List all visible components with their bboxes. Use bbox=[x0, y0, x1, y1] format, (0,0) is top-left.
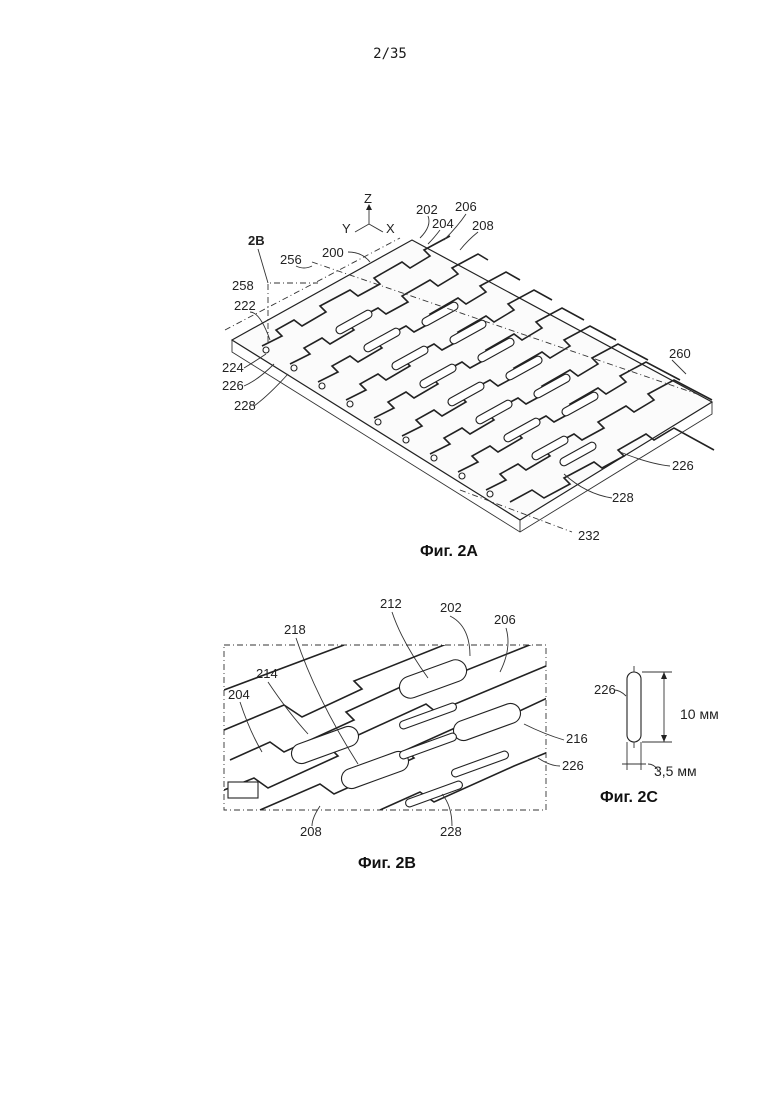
ref-232: 232 bbox=[578, 528, 600, 543]
ref-224: 224 bbox=[222, 360, 244, 375]
ref-226-2b: 226 bbox=[562, 758, 584, 773]
ref-204: 204 bbox=[432, 216, 454, 231]
ref-206b: 206 bbox=[494, 612, 516, 627]
ref-202b: 202 bbox=[440, 600, 462, 615]
ref-206: 206 bbox=[455, 199, 477, 214]
axis-triad: Z Y X bbox=[342, 191, 395, 236]
ref-208b: 208 bbox=[300, 824, 322, 839]
ref-228-2b: 228 bbox=[440, 824, 462, 839]
ref-258: 258 bbox=[232, 278, 254, 293]
axis-label-y: Y bbox=[342, 221, 351, 236]
ref-202: 202 bbox=[416, 202, 438, 217]
ref-214: 214 bbox=[256, 666, 278, 681]
ref-222: 222 bbox=[234, 298, 256, 313]
ref-226: 226 bbox=[222, 378, 244, 393]
figure-2a: Z Y X 2B 202 206 204 208 200 256 258 222… bbox=[222, 191, 714, 560]
ref-228b: 228 bbox=[612, 490, 634, 505]
ref-212: 212 bbox=[380, 596, 402, 611]
axis-label-z: Z bbox=[364, 191, 372, 206]
caption-fig-2b: Фиг. 2B bbox=[358, 855, 416, 872]
ref-200: 200 bbox=[322, 245, 344, 260]
ref-256: 256 bbox=[280, 252, 302, 267]
ref-226b: 226 bbox=[672, 458, 694, 473]
ref-226-2c: 226 bbox=[594, 682, 616, 697]
dimension-length: 10 мм bbox=[680, 706, 719, 722]
ref-218: 218 bbox=[284, 622, 306, 637]
caption-fig-2a: Фиг. 2A bbox=[420, 543, 478, 560]
section-marker-2b: 2B bbox=[248, 233, 265, 248]
ref-228: 228 bbox=[234, 398, 256, 413]
dimension-width: 3,5 мм bbox=[654, 763, 697, 779]
axis-label-x: X bbox=[386, 221, 395, 236]
ref-260: 260 bbox=[669, 346, 691, 361]
substrate-plate bbox=[232, 240, 712, 520]
cell-226-detail bbox=[627, 672, 641, 742]
figure-2c: 226 10 мм 3,5 мм Фиг. 2C bbox=[594, 666, 719, 806]
caption-fig-2c: Фиг. 2C bbox=[600, 789, 658, 806]
ref-216: 216 bbox=[566, 731, 588, 746]
ref-208: 208 bbox=[472, 218, 494, 233]
ref-204b: 204 bbox=[228, 687, 250, 702]
figure-2b: 212 202 206 218 214 204 216 226 208 228 … bbox=[224, 596, 588, 872]
